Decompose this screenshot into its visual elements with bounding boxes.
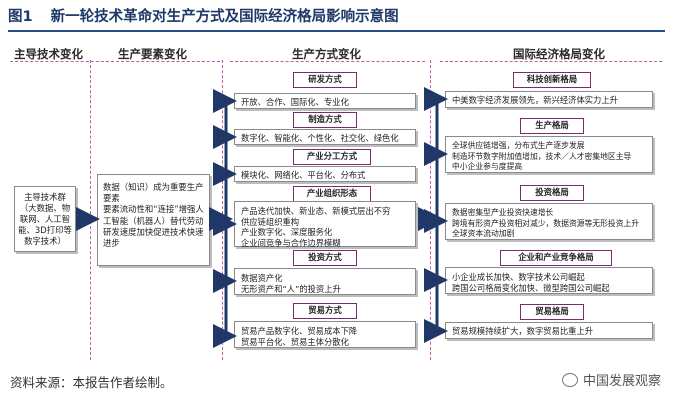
trade-mode-box: 贸易产品数字化、贸易成本下降 贸易平台化、贸易主体分散化 xyxy=(234,321,416,348)
tag-manufacturing-mode: 制造方式 xyxy=(293,112,357,128)
watermark: 中国发展观察 xyxy=(561,370,661,389)
rd-mode-box: 开放、合作、国际化、专业化 xyxy=(234,93,416,109)
column-separator-2 xyxy=(222,60,223,360)
tag-investment-mode: 投资方式 xyxy=(293,250,357,266)
header-divider-right xyxy=(440,61,662,62)
column-separator-3 xyxy=(430,60,431,360)
factor-change-box: 数据（知识）成为重要生产要素 要素流动性和“连接”增强人工智能（机器人）替代劳动… xyxy=(97,174,210,266)
col-header-international: 国际经济格局变化 xyxy=(513,47,605,61)
col-header-factors: 生产要素变化 xyxy=(118,47,187,61)
tag-trade-pattern: 贸易格局 xyxy=(520,304,584,320)
col-header-tech: 主导技术变化 xyxy=(14,47,83,61)
header-divider-left xyxy=(10,61,220,62)
wechat-icon xyxy=(561,372,578,387)
tech-cluster-box: 主导技术群（大数据、物联网、人工智能、3D打印等数字技术） xyxy=(14,186,76,252)
tag-division-mode: 产业分工方式 xyxy=(293,149,371,165)
division-mode-box: 模块化、网络化、平台化、分布式 xyxy=(234,166,416,182)
industry-organization-box: 产品迭代加快、新业态、新模式层出不穷 供应链组织重构 产业数字化、深度服务化 企… xyxy=(234,201,416,248)
header-divider-middle xyxy=(230,61,425,62)
competition-pattern-box: 小企业成长加快、数字技术公司崛起 跨国公司格局变化加快、微型跨国公司崛起 xyxy=(445,267,653,294)
column-separator-1 xyxy=(90,60,91,360)
tag-tech-innovation: 科技创新格局 xyxy=(513,72,591,88)
production-pattern-box: 全球供应链增强，分布式生产逐步发展 制造环节数字附加值增加，技术／人才密集地区主… xyxy=(445,136,653,173)
tag-industry-organization: 产业组织形态 xyxy=(293,186,371,202)
investment-mode-box: 数据资产化 无形资产和“人”的投资上升 xyxy=(234,268,416,295)
tag-trade-mode: 贸易方式 xyxy=(293,303,357,319)
trade-pattern-box: 贸易规模持续扩大，数字贸易比重上升 xyxy=(445,322,653,339)
col-header-production: 生产方式变化 xyxy=(292,47,361,61)
tag-competition-pattern: 企业和产业竞争格局 xyxy=(500,250,612,266)
figure-number: 图1 xyxy=(8,9,33,25)
tag-rd-mode: 研发方式 xyxy=(293,72,357,88)
figure-title-text: 新一轮技术革命对生产方式及国际经济格局影响示意图 xyxy=(50,9,399,25)
tag-investment-pattern: 投资格局 xyxy=(520,185,584,201)
tech-innovation-box: 中美数字经济发展领先，新兴经济体实力上升 xyxy=(445,91,653,108)
tag-production-pattern: 生产格局 xyxy=(520,118,584,134)
manufacturing-mode-box: 数字化、智能化、个性化、社交化、绿色化 xyxy=(234,129,416,145)
source-note: 资料来源：本报告作者绘制。 xyxy=(10,375,173,390)
investment-pattern-box: 数据密集型产业投资快速增长 跨境有形资产投资相对减少，数据资源等无形投资上升 全… xyxy=(445,203,653,240)
watermark-text: 中国发展观察 xyxy=(582,374,661,389)
figure-title: 图1 新一轮技术革命对生产方式及国际经济格局影响示意图 xyxy=(8,6,665,32)
